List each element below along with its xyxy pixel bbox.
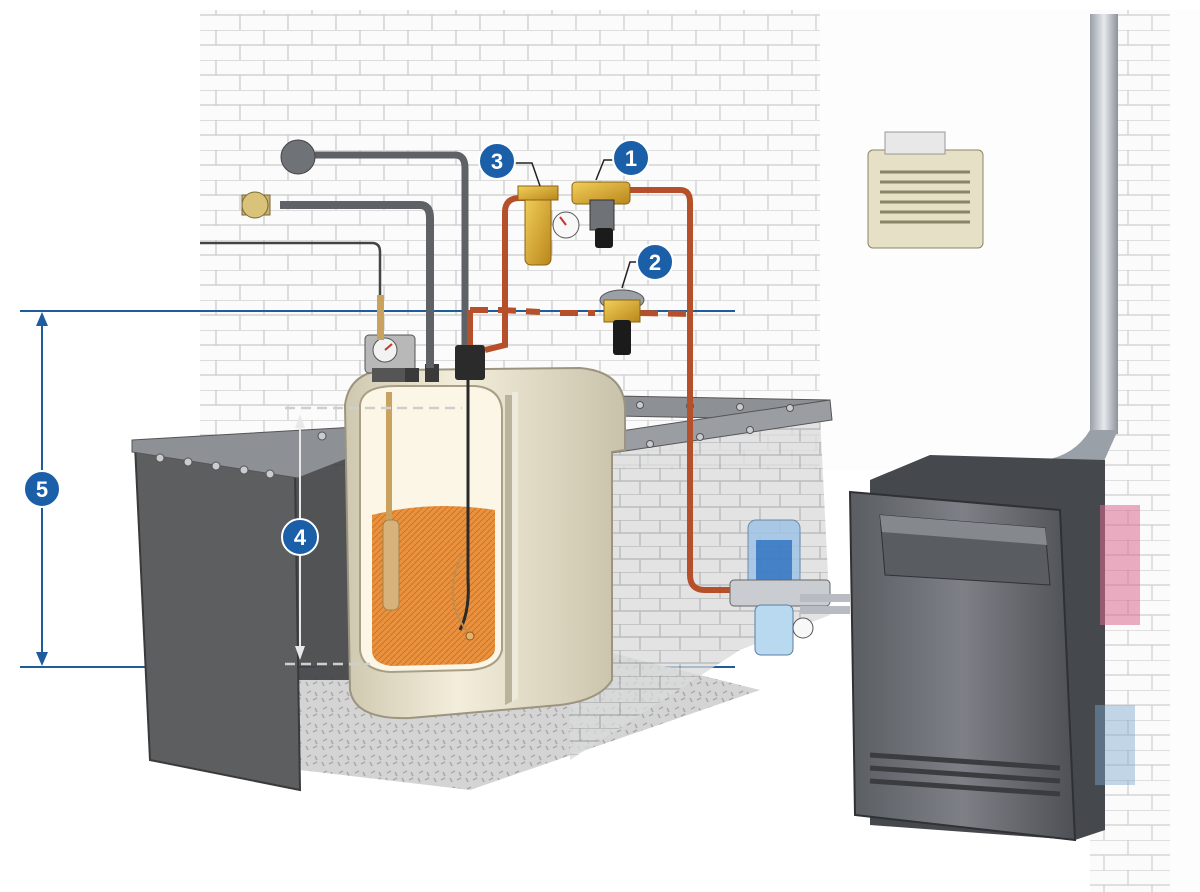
anti-siphon-valve-1 xyxy=(571,181,631,248)
marker-1: 1 xyxy=(612,139,650,177)
marker-4: 4 xyxy=(281,518,319,556)
copper-supply-line xyxy=(467,187,735,593)
svg-text:2: 2 xyxy=(649,250,661,275)
marker-5: 5 xyxy=(23,470,61,508)
anti-siphon-valve-2 xyxy=(599,289,645,355)
marker-2: 2 xyxy=(636,243,674,281)
heating-boiler xyxy=(848,455,1140,842)
tank-top-fittings xyxy=(364,334,485,382)
level-gauge-rod xyxy=(386,392,392,527)
extraction-fitting xyxy=(455,345,485,380)
oil-storage-tank xyxy=(343,366,626,720)
alternative-line-dashed xyxy=(470,307,691,317)
oil-filter-with-vacuum-gauge xyxy=(517,185,580,266)
marker-3: 3 xyxy=(478,142,516,180)
svg-text:3: 3 xyxy=(491,149,503,174)
fill-coupling-icon xyxy=(241,191,269,219)
svg-text:4: 4 xyxy=(294,525,307,550)
oil-deaerator-unit xyxy=(729,519,850,656)
vent-and-fill-pipes xyxy=(200,139,469,368)
svg-text:1: 1 xyxy=(625,146,637,171)
level-float xyxy=(382,519,400,611)
vent-cap-icon xyxy=(280,139,316,175)
svg-text:5: 5 xyxy=(36,477,48,502)
ventilation-grille xyxy=(867,131,984,249)
